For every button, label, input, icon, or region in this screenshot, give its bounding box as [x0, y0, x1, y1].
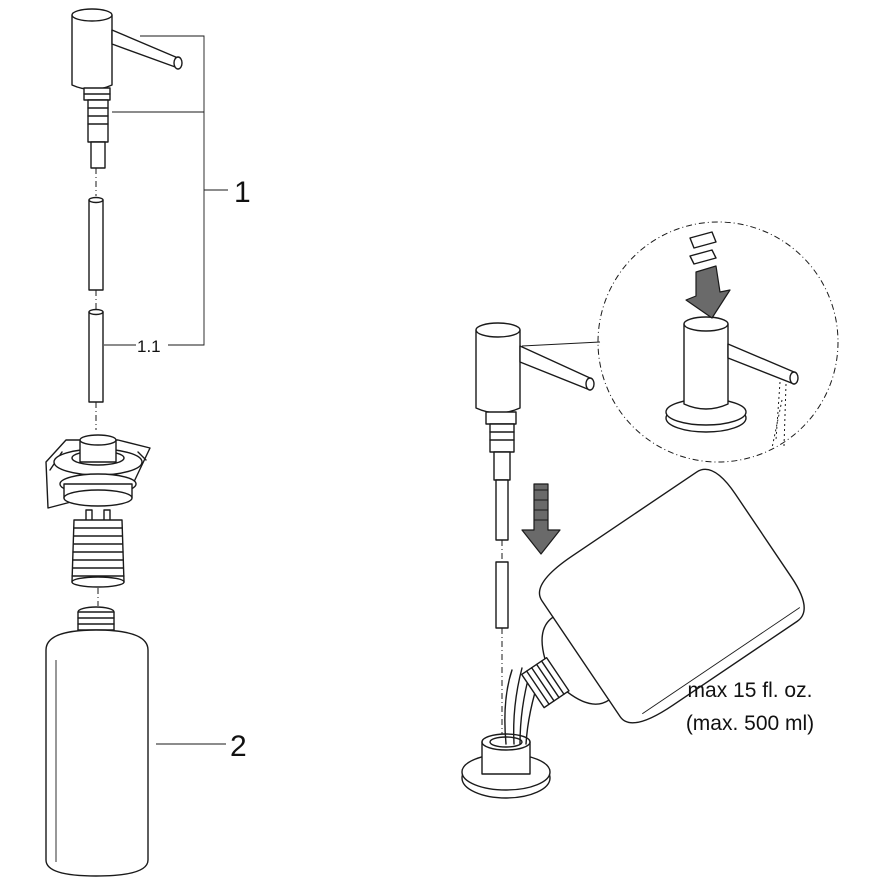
capacity-ml: (max. 500 ml) [685, 712, 815, 735]
detail-view [597, 221, 839, 463]
flange-on-counter [461, 733, 551, 799]
callout-1: 1 [234, 176, 251, 209]
callout-1-leader [104, 35, 228, 346]
pump-head-installed [475, 322, 595, 736]
tube-lower [88, 308, 104, 403]
pouring-bottle [521, 468, 805, 724]
down-arrow [521, 483, 561, 555]
callout-1-1: 1.1 [137, 337, 161, 356]
sink-flange [45, 434, 151, 523]
capacity-oz: max 15 fl. oz. [687, 679, 813, 702]
pump-head-exploded [71, 8, 183, 169]
tube-upper [88, 196, 104, 291]
threaded-shank [71, 519, 125, 588]
soap-bottle [45, 606, 149, 877]
callout-2: 2 [230, 730, 247, 763]
